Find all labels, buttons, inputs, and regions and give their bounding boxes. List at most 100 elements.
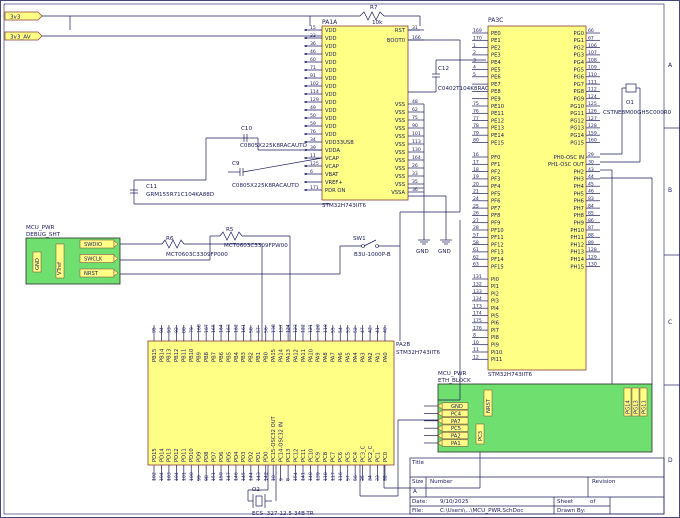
resistor-r5: R5 MCT0603C3309FPW00	[120, 227, 290, 261]
pin-name: PI3	[491, 299, 499, 305]
pin-number: 142	[263, 472, 269, 481]
pin-name: VCAP	[325, 164, 339, 170]
pin-number: 28	[473, 225, 479, 231]
pin-name: PF8	[491, 213, 500, 219]
switch-sw1: SW1 B3U-1000P-B	[339, 236, 400, 274]
pin-number: 141	[301, 472, 307, 481]
pin-number: 42	[368, 327, 374, 333]
pa3c-designator: PA3C	[488, 17, 503, 24]
pin-name: PC8	[323, 452, 329, 462]
pin-name: PC0	[383, 452, 389, 462]
pin-name: PG11	[570, 111, 584, 117]
pin-number: 103	[167, 472, 173, 481]
pin-number: 57	[473, 233, 479, 239]
pin-number: 84	[588, 203, 594, 209]
capacitor-c10: C10 C0805X225K8RACAUTO	[240, 126, 322, 151]
pin-number: 101	[412, 131, 421, 137]
pin-number: 49	[310, 105, 316, 111]
date-label: Date:	[412, 499, 427, 505]
gnd-label: GND	[438, 249, 451, 255]
size-label: Size	[412, 479, 424, 485]
pin-number: 62	[412, 107, 418, 113]
pin-name: PF5	[491, 191, 500, 197]
pin-number: 114	[310, 89, 319, 95]
port-3v3: 3v3	[4, 11, 360, 21]
eth-pin-label: PA7	[451, 419, 461, 425]
pin-name: PF6	[491, 199, 500, 205]
pin-name: PC15-OSC32 OUT	[271, 416, 277, 462]
pin-name: PC6	[338, 452, 344, 462]
pin-number: 88	[588, 233, 594, 239]
file-value: C:\Users\...\MCU_PWR.SchDoc	[440, 508, 523, 514]
pin-name: PF14	[491, 257, 504, 263]
pin-name: PD14	[159, 448, 165, 462]
pin-number: 106	[588, 43, 597, 49]
pin-number: 16	[473, 152, 479, 158]
pin-number: 30	[588, 160, 594, 166]
pin-number: 18	[473, 167, 479, 173]
pin-name: PD9	[197, 452, 203, 462]
pin-name: PI5	[491, 313, 499, 319]
pin-number: 8	[473, 333, 476, 339]
capacitor-c12: C12 C0402T104K8RAC	[432, 60, 489, 92]
pin-number: 168	[196, 324, 202, 333]
pin-number: 98	[204, 475, 210, 481]
pin-number: 29	[588, 152, 594, 158]
pin-name: PD6	[219, 452, 225, 462]
pin-number: 150	[219, 472, 225, 481]
pin-name: PB1	[256, 352, 262, 362]
pin-number: 25	[473, 203, 479, 209]
pin-name: PE10	[491, 104, 504, 110]
pin-name: PH9	[574, 221, 584, 227]
eth-subtitle: ETH_BLOCK	[438, 378, 471, 384]
gnd-symbol: GND	[438, 230, 452, 255]
pin-number: 46	[310, 49, 316, 55]
pin-number: 128	[588, 123, 597, 129]
pin-number: 46	[588, 189, 594, 195]
pin-number: 104	[159, 472, 165, 481]
debug-pin-label: SWCLK	[84, 257, 103, 263]
eth-pc3: PC3	[478, 431, 484, 441]
pin-name: VDD	[325, 116, 337, 122]
pin-number: 32	[383, 475, 389, 481]
pin-number: 58	[248, 327, 254, 333]
pin-number: 166	[412, 35, 421, 41]
pin-name: PE3	[491, 53, 501, 59]
pin-number: 35	[360, 475, 366, 481]
pin-number: 50	[310, 113, 316, 119]
pin-name: PG9	[574, 97, 584, 103]
pin-number: 92	[174, 327, 180, 333]
pin-number: 34	[368, 475, 374, 481]
pin-number: 35	[412, 179, 418, 185]
pin-number: 118	[323, 472, 329, 481]
pin-name: PA5	[346, 352, 352, 362]
pin-name: VSS	[395, 158, 405, 164]
pin-name: PI10	[491, 350, 502, 356]
file-label: File:	[412, 508, 423, 514]
pin-number: 139	[316, 472, 322, 481]
pin-name: PG14	[570, 133, 584, 139]
pin-name: VDD	[325, 60, 337, 66]
pin-name: PI2	[491, 291, 499, 297]
pin-name: PD5	[226, 452, 232, 462]
pin-name: PG10	[570, 104, 584, 110]
pin-name: PI9	[491, 343, 499, 349]
pin-number: 163	[226, 324, 232, 333]
pin-name: PH12	[570, 242, 584, 248]
resistor-r6: R6 MCT0603C3309FP000	[120, 236, 262, 258]
pin-name: VDD	[325, 132, 337, 138]
pin-name: PG3	[574, 53, 584, 59]
sheet-symbol-eth: MCU_PWR ETH_BLOCK NRST PC3 GNDPC4PA7PC5P…	[424, 371, 653, 453]
pin-name: PG7	[574, 82, 584, 88]
pin-number: 86	[588, 218, 594, 224]
pin-name: VBAT	[325, 172, 339, 178]
pin-number: 79	[473, 130, 479, 136]
pin-number: 129	[588, 254, 597, 260]
pin-number: 44	[588, 174, 594, 180]
pin-name: PB14	[159, 348, 165, 362]
pin-number: 54	[338, 327, 344, 333]
pin-number: 165	[211, 324, 217, 333]
pin-number: 57	[256, 327, 262, 333]
